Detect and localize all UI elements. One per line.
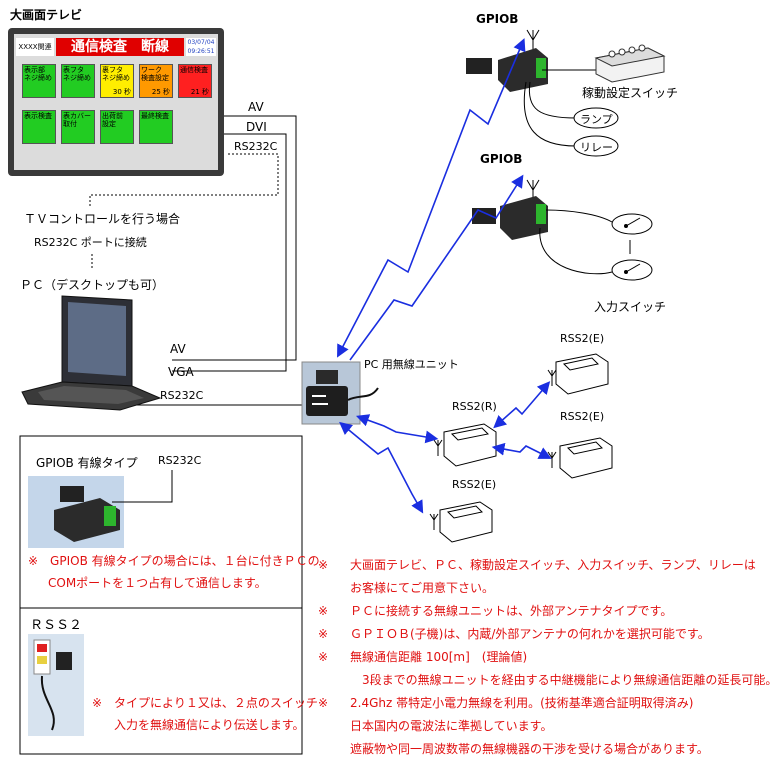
note-mark: ※ <box>318 627 329 641</box>
rss2-box-title: ＲＳＳ２ <box>30 618 83 633</box>
tv-tile: 表示検査 <box>22 110 56 144</box>
tv-tile-value: 30 秒 <box>112 88 131 96</box>
laptop-pc <box>21 295 162 411</box>
tv-dvi-label: DVI <box>246 120 267 134</box>
tv-brand: XXXX関連 <box>16 38 54 56</box>
tv-tile: ワーク 検査設定 25 秒 <box>139 64 173 98</box>
note-text: お客様にてご用意下さい。 <box>350 581 495 595</box>
note-text: 遮蔽物や同一周波数帯の無線機器の干渉を受ける場合があります。 <box>350 742 709 756</box>
operation-switch-box <box>594 44 666 83</box>
note-text: 2.4Ghz 帯特定小電力無線を利用。(技術基準適合証明取得済み) <box>350 696 694 710</box>
relay-label: リレー <box>580 141 613 154</box>
note-mark: ※ <box>318 650 329 664</box>
note-text: ＧＰＩＯＢ(子機)は、内蔵/外部アンテナの何れかを選択可能です。 <box>350 627 710 641</box>
note-text: 日本国内の電波法に準拠しています。 <box>350 719 553 733</box>
tv-tile-label: 表フタ ネジ締め <box>63 66 91 82</box>
tv-tile-label: 表カバー 取付 <box>63 112 91 128</box>
tv-tile: 表フタ ネジ締め <box>61 64 95 98</box>
lamp-label: ランプ <box>580 113 613 126</box>
note-text: 大画面テレビ、ＰＣ、稼動設定スイッチ、入力スイッチ、ランプ、リレーは <box>350 558 756 572</box>
rss2-box-note-1: ※ タイプにより１又は、２点のスイッチ <box>92 696 318 710</box>
operation-switch-label: 稼動設定スイッチ <box>582 86 679 100</box>
tv-tile-label: ワーク 検査設定 <box>141 66 169 82</box>
input-switches <box>611 213 653 281</box>
pc-wireless-unit <box>301 361 379 425</box>
tv-tile-value: 21 秒 <box>190 88 209 96</box>
wired-box-note-1: ※ GPIOB 有線タイプの場合には、１台に付きＰＣの <box>28 554 320 568</box>
wired-box-rs232c: RS232C <box>158 454 202 467</box>
tv-tile-label: 出荷前 設定 <box>102 112 123 128</box>
wired-box-note-2: COMポートを１つ占有して通信します。 <box>48 576 267 590</box>
pc-rs232c-label: RS232C <box>160 389 204 402</box>
tv-tile-label: 表示部 ネジ締め <box>24 66 52 82</box>
tv-tile: 表カバー 取付 <box>61 110 95 144</box>
note-mark: ※ <box>318 558 329 572</box>
tv-tile: 通信検査 21 秒 <box>178 64 212 98</box>
note-text: ＰＣに接続する無線ユニットは、外部アンテナタイプです。 <box>350 604 673 618</box>
tv-tile: 裏フタ ネジ締め 30 秒 <box>100 64 134 98</box>
gpiob-top-label: GPIOB <box>476 12 519 26</box>
tv-tile-label: 最終検査 <box>141 112 169 120</box>
tv-control-note-2: RS232C ポートに接続 <box>34 236 147 249</box>
tv-date: 03/07/04 <box>187 39 215 46</box>
rss2-info-box <box>19 607 303 755</box>
gpiob-top-device <box>466 29 596 147</box>
rss2-e-bottom-unit <box>429 501 493 543</box>
rss2-photo <box>28 634 84 736</box>
note-text: 3段までの無線ユニットを経由する中継機能により無線通信距離の延長可能。 <box>350 673 777 687</box>
tv-clock: 09:26:51 <box>187 48 215 55</box>
tv-cables <box>89 115 304 406</box>
tv-tile: 出荷前 設定 <box>100 110 134 144</box>
tv-title: 通信検査 断線 <box>56 38 184 56</box>
tv-av-label: AV <box>248 100 264 114</box>
tv-rs232c-label: RS232C <box>234 140 278 153</box>
rss2-e-mid-label: RSS2(E) <box>560 410 605 423</box>
rss2-r-label: RSS2(R) <box>452 400 497 413</box>
tv-tile-label: 表示検査 <box>24 112 52 120</box>
input-switch-label: 入力スイッチ <box>594 300 667 314</box>
rss2-e-bottom-label: RSS2(E) <box>452 478 497 491</box>
rss2-e-mid-unit <box>547 437 613 479</box>
note-mark: ※ <box>318 696 329 710</box>
gpiob-middle-device <box>472 179 613 275</box>
rss2-e-top-unit <box>547 353 609 395</box>
tv-tile-label: 裏フタ ネジ締め <box>102 66 130 82</box>
lamp-node <box>573 107 619 129</box>
rss2-box-note-2: 入力を無線通信により伝送します。 <box>114 718 305 732</box>
relay-node <box>573 135 619 157</box>
tv-tile-value: 25 秒 <box>151 88 170 96</box>
pc-caption: ＰＣ（デスクトップも可） <box>20 278 165 292</box>
note-text: 無線通信距離 100[m] (理論値) <box>350 650 528 664</box>
note-mark: ※ <box>318 604 329 618</box>
pc-wireless-label: PC 用無線ユニット <box>364 358 459 371</box>
wireless-links <box>337 38 552 514</box>
tv-tile: 最終検査 <box>139 110 173 144</box>
tv-caption: 大画面テレビ <box>10 8 83 22</box>
system-diagram <box>19 29 666 755</box>
wired-box-title: GPIOB 有線タイプ <box>36 456 138 470</box>
rss2-r-unit <box>433 423 497 467</box>
tv-tile: 表示部 ネジ締め <box>22 64 56 98</box>
wired-gpiob-photo <box>28 470 173 548</box>
tv-tile-label: 通信検査 <box>180 66 208 74</box>
pc-av-label: AV <box>170 342 186 356</box>
pc-vga-label: VGA <box>168 365 194 379</box>
tv-screen <box>14 34 218 170</box>
gpiob-mid-label: GPIOB <box>480 152 523 166</box>
tv-control-note-1: ＴＶコントロールを行う場合 <box>24 212 181 226</box>
rss2-e-top-label: RSS2(E) <box>560 332 605 345</box>
tv-time: 03/07/04 09:26:51 <box>186 38 216 56</box>
